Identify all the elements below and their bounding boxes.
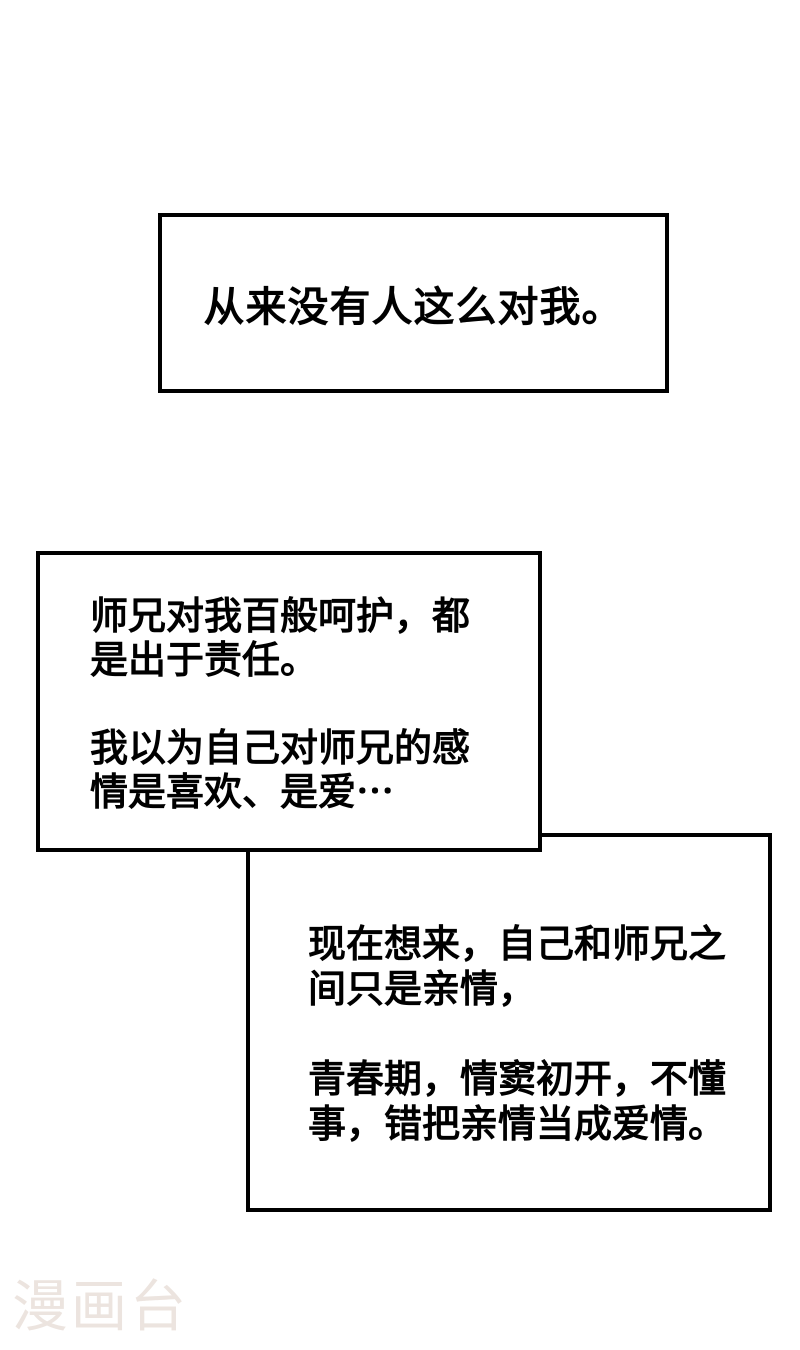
narration-text-3a: 现在想来，自己和师兄之 间只是亲情， [308,924,727,1011]
narration-text-1: 从来没有人这么对我。 [203,284,624,330]
narration-text-3b: 青春期，情窦初开，不懂 事，错把亲情当成爱情。 [308,1059,727,1146]
narration-text-2a: 师兄对我百般呵护，都 是出于责任。 [90,596,471,682]
narration-text-2b: 我以为自己对师兄的感 情是喜欢、是爱⋯ [90,728,471,814]
narration-box-1: 从来没有人这么对我。 [158,213,669,393]
narration-box-2: 师兄对我百般呵护，都 是出于责任。 我以为自己对师兄的感 情是喜欢、是爱⋯ [36,551,542,852]
watermark-manhuatai: 漫画台 [12,1275,189,1338]
narration-box-3: 现在想来，自己和师兄之 间只是亲情， 青春期，情窦初开，不懂 事，错把亲情当成爱… [246,833,772,1212]
